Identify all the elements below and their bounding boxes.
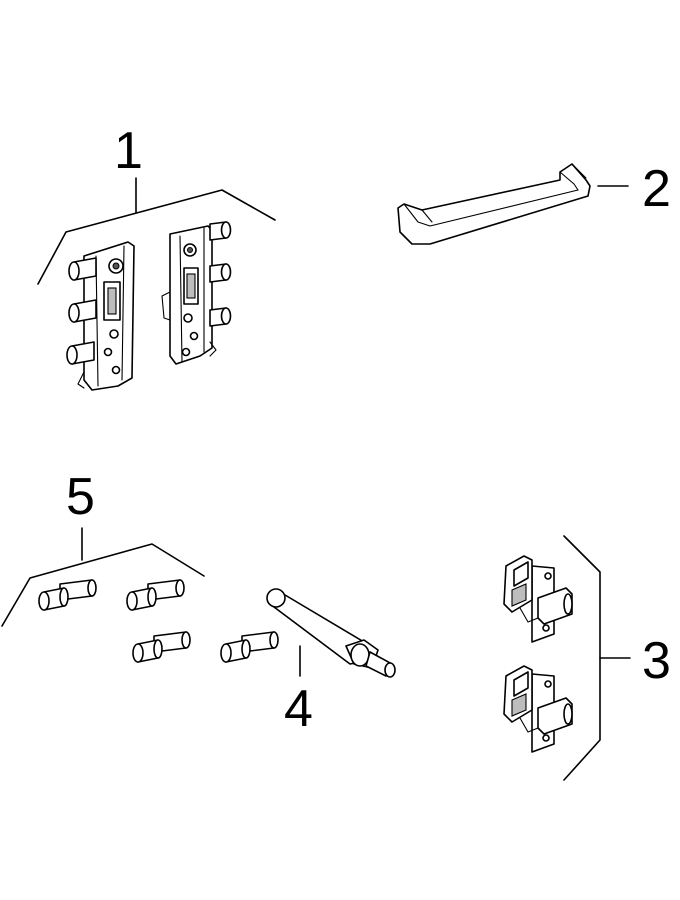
callout-5-bracket-line bbox=[1, 543, 205, 627]
callout-3-group: 3 bbox=[563, 535, 671, 781]
callout-number-5: 5 bbox=[66, 468, 95, 526]
damper-icon bbox=[266, 588, 396, 678]
handle-icon bbox=[397, 163, 591, 245]
callout-1-bracket-line bbox=[37, 189, 276, 285]
callout-number-4: 4 bbox=[284, 680, 313, 738]
right-bracket bbox=[161, 221, 232, 365]
callout-number-3: 3 bbox=[642, 632, 671, 690]
callout-2-group: 2 bbox=[597, 160, 671, 218]
callout-4-group: 4 bbox=[284, 645, 313, 738]
left-bracket bbox=[66, 241, 135, 391]
dowel-pins-icon bbox=[38, 579, 279, 663]
callout-number-1: 1 bbox=[114, 122, 143, 180]
hinge-upper bbox=[503, 555, 573, 643]
hinge-pair-icon bbox=[503, 555, 573, 753]
mounting-bracket-pair-icon bbox=[66, 221, 232, 391]
callout-3-bracket-line bbox=[563, 535, 601, 781]
callout-5-group: 5 bbox=[1, 468, 205, 627]
hinge-lower bbox=[503, 665, 573, 753]
callout-1-group: 1 bbox=[37, 122, 276, 285]
callout-number-2: 2 bbox=[642, 160, 671, 218]
